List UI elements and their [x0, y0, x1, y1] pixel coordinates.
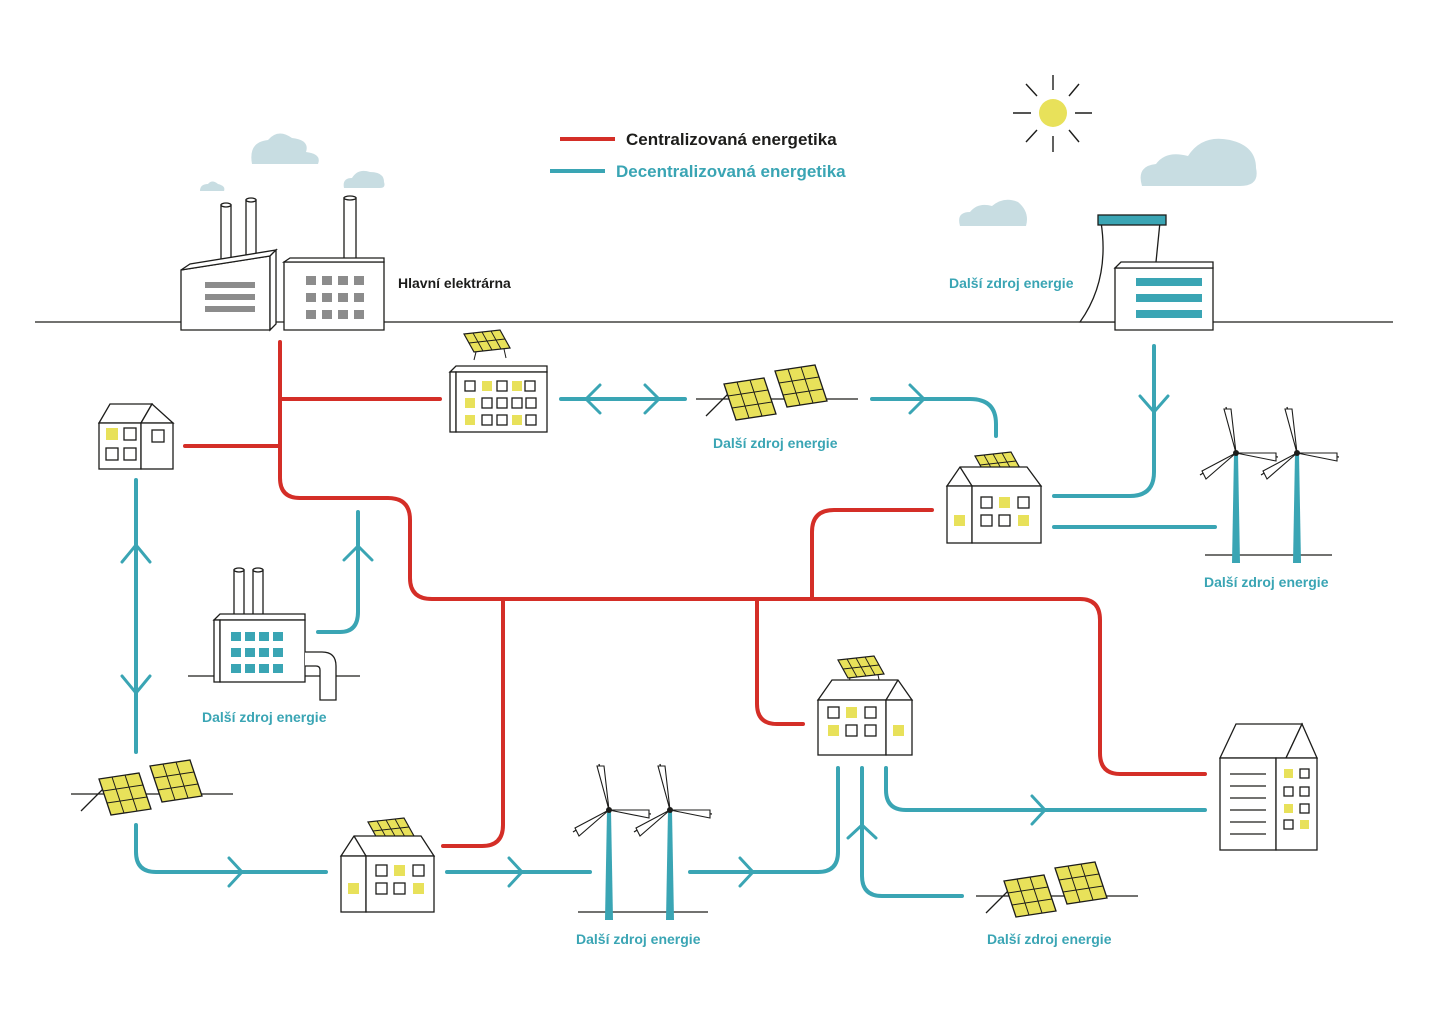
legend-centralized-label: Centralizovaná energetika [626, 130, 837, 149]
sun-icon [1013, 75, 1092, 152]
source-label-wind-right: Další zdroj energie [1204, 574, 1329, 590]
source-label-cooling-plant: Další zdroj energie [949, 275, 1074, 291]
source-label-heating-plant: Další zdroj energie [202, 709, 327, 725]
wind-turbines-right [1199, 406, 1340, 564]
centralized-network [183, 340, 1207, 848]
wind-turbines-bottom [572, 763, 713, 921]
lit-window [106, 428, 118, 440]
legend-decentralized-label: Decentralizovaná energetika [616, 162, 846, 181]
apartment-building [1218, 722, 1318, 851]
main-plant-label: Hlavní elektrárna [398, 275, 511, 291]
solar-field [696, 364, 858, 421]
house-solar-right [945, 451, 1043, 544]
solar-field-left [71, 759, 233, 816]
heating-plant-windows [231, 632, 283, 673]
main-plant-windows [205, 276, 364, 319]
house-solar-center [816, 655, 914, 756]
source-label-solar-bottom: Další zdroj energie [987, 931, 1112, 947]
source-label-wind-bottom: Další zdroj energie [576, 931, 701, 947]
flow-arrows [120, 383, 1170, 888]
office-building-solar [448, 329, 548, 433]
decentralized-network [134, 344, 1217, 898]
cooling-plant-windows [1136, 278, 1202, 318]
house-solar-bottom [339, 817, 436, 913]
cloud-icon [200, 133, 1257, 226]
solar-field-right [976, 861, 1138, 918]
source-label-solar-top: Další zdroj energie [713, 435, 838, 451]
